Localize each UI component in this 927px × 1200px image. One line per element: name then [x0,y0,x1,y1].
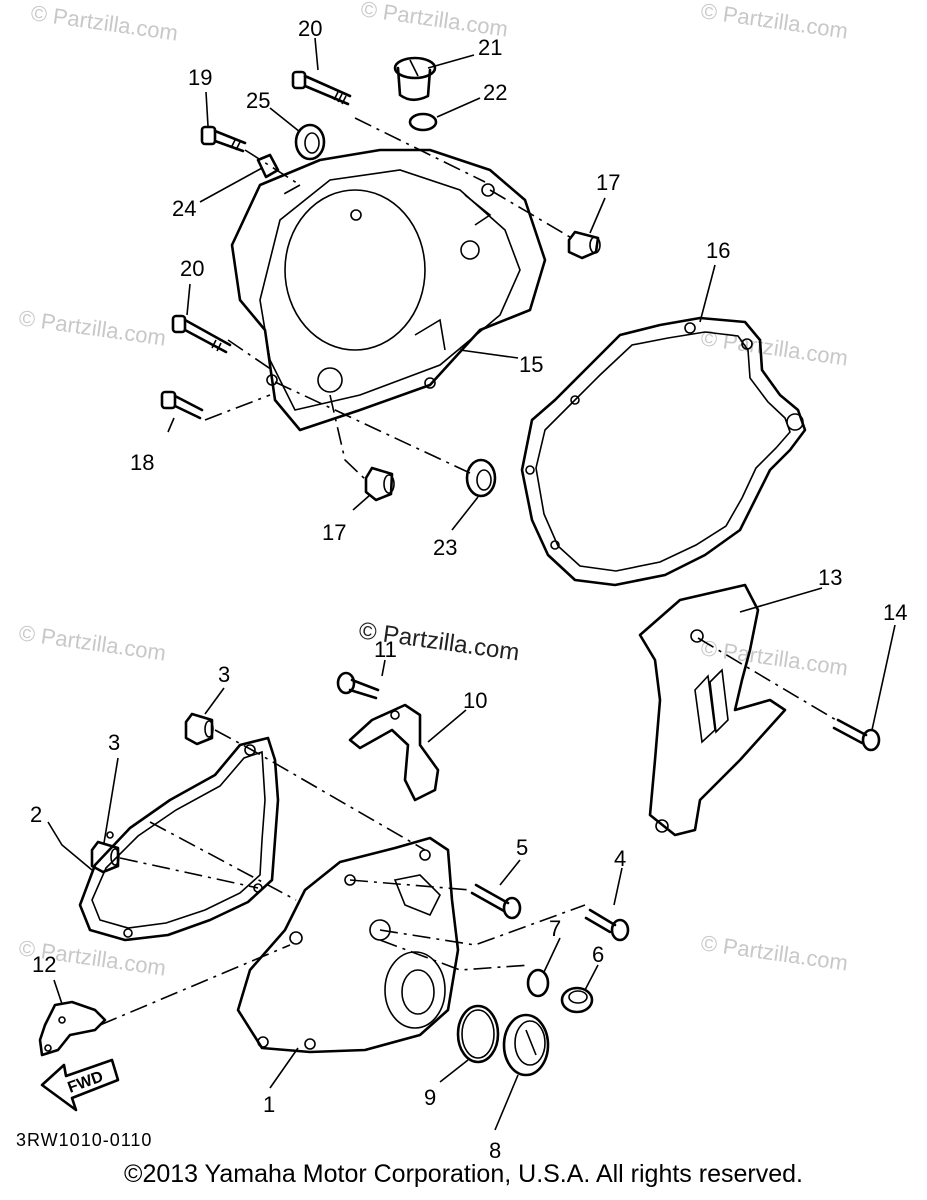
callout-19: 19 [188,65,212,90]
sprocket-cover-13 [638,583,787,837]
leader-lines [47,37,896,1131]
dowel-pin-17-top [567,230,601,260]
callout-7: 7 [549,916,561,941]
callout-17: 17 [596,170,620,195]
gasket-16 [520,316,807,587]
o-ring-7 [526,968,550,998]
callouts: 20 21 22 19 25 24 17 20 16 15 18 17 23 1… [30,16,907,1163]
callout-11: 11 [374,637,397,662]
oil-filler-plug-21 [393,56,437,102]
plug-6 [560,986,594,1014]
callout-1: 1 [263,1092,275,1117]
callout-12: 12 [32,952,56,977]
oil-seal-23 [465,458,497,498]
callout-16: 16 [706,238,730,263]
plug-8 [502,1013,550,1077]
callout-10: 10 [463,688,487,713]
bracket-12 [38,1000,107,1057]
oil-seal-25 [294,123,326,161]
callout-21: 21 [478,35,502,60]
callout-3: 3 [108,730,120,755]
bolt-11 [336,671,380,700]
dowel-pin-17-bottom [364,466,395,502]
bolt-20-left [171,314,232,354]
callout-8: 8 [489,1138,501,1163]
crankcase-cover-15 [230,148,547,432]
dowel-pin-3-upper [184,712,214,746]
watermark: © Partzilla.com [699,325,849,370]
callout-15: 15 [519,352,543,377]
alignment-lines [99,117,837,1026]
fwd-arrow: FWD [40,1058,120,1112]
bolt-4 [584,908,630,942]
callout-20: 20 [180,256,204,281]
callout-6: 6 [592,942,604,967]
o-ring-9 [456,1004,500,1064]
watermark: © Partzilla.com [699,930,849,975]
bolt-18 [160,390,204,420]
crankcase-cover-1 [236,836,460,1054]
callout-24: 24 [172,196,196,221]
watermark: © Partzilla.com [17,305,167,350]
callout-17: 17 [322,520,346,545]
clip-24 [256,153,280,179]
callout-22: 22 [483,80,507,105]
callout-23: 23 [433,535,457,560]
callout-14: 14 [883,600,907,625]
callout-5: 5 [516,835,528,860]
callout-3: 3 [218,662,230,687]
callout-18: 18 [130,450,154,475]
bolt-5 [470,883,522,920]
diagram-code: 3RW1010-0110 [16,1130,153,1150]
watermark: © Partzilla.com [17,620,167,665]
callout-2: 2 [30,802,42,827]
cable-guide-10 [348,703,440,802]
copyright-notice: ©2013 Yamaha Motor Corporation, U.S.A. A… [124,1160,803,1188]
bolt-20-top [291,70,352,106]
dowel-pin-3-lower [90,840,120,874]
callout-4: 4 [614,846,626,871]
watermark: © Partzilla.com [29,0,179,45]
gasket-2 [78,736,280,942]
callout-13: 13 [818,565,842,590]
callout-25: 25 [246,88,270,113]
callout-20: 20 [298,16,322,41]
bolt-14 [832,718,881,752]
watermark: © Partzilla.com [699,0,849,44]
o-ring-22 [408,112,438,132]
callout-9: 9 [424,1085,436,1110]
bolt-19 [200,125,247,153]
